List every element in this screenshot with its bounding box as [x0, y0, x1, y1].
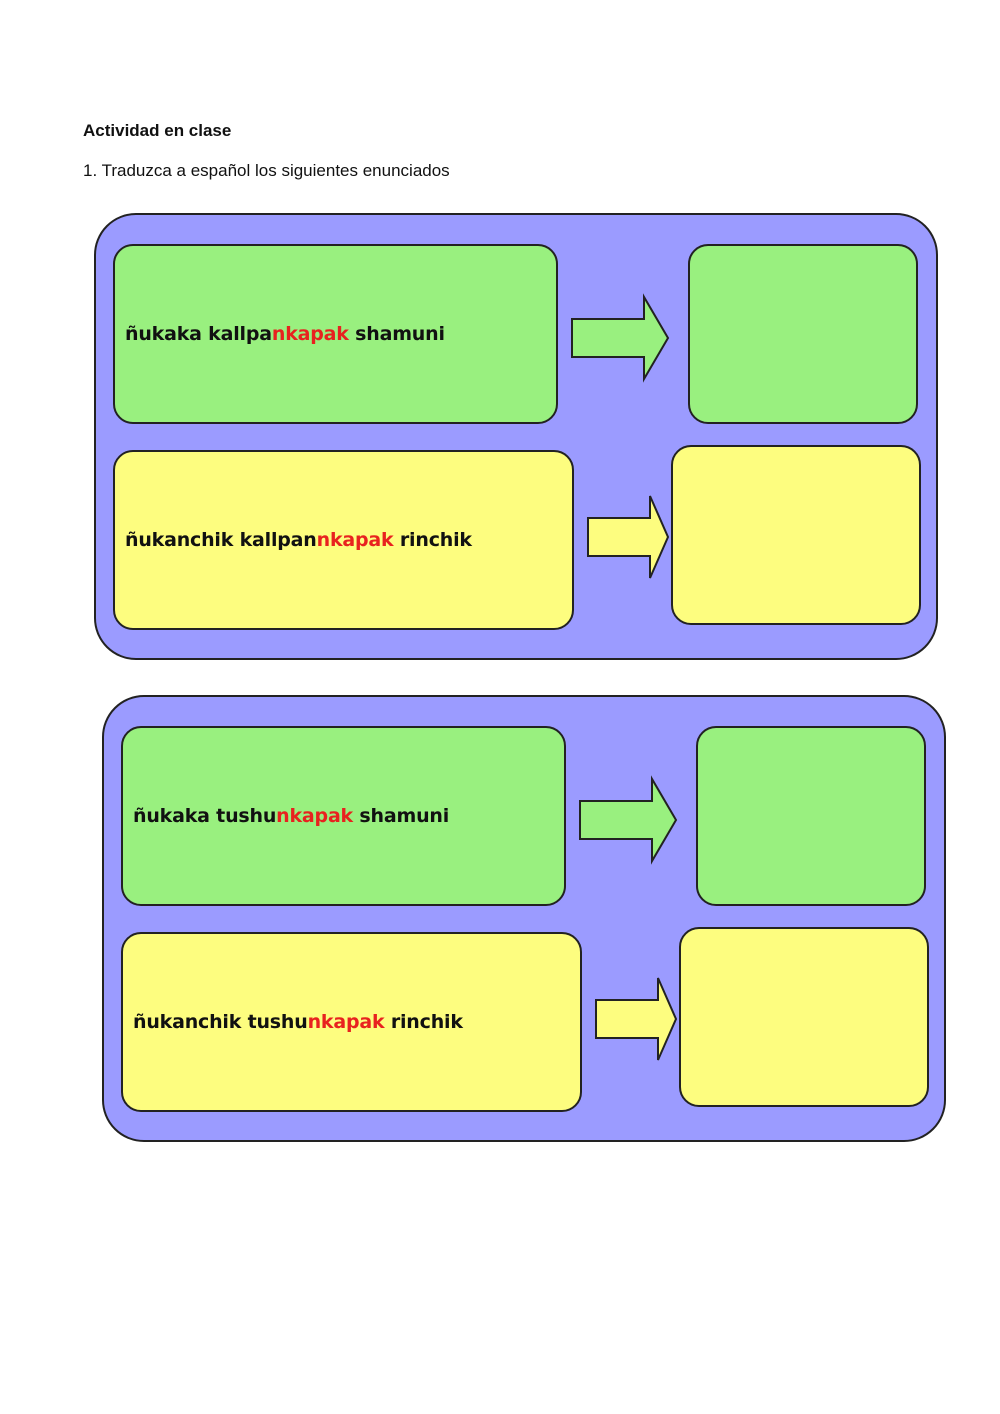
phrase-text: ñukaka tushunkapak shamuni [133, 805, 450, 827]
instruction-text: 1. Traduzca a español los siguientes enu… [83, 161, 450, 180]
activity-heading: Actividad en clase [83, 121, 232, 140]
phrase-text: ñukanchik tushunkapak rinchik [133, 1011, 463, 1033]
arrow-right-icon [571, 293, 670, 383]
answer-box-2[interactable] [671, 445, 921, 625]
phrase-box-3: ñukaka tushunkapak shamuni [121, 726, 566, 906]
arrow-right-icon [595, 977, 678, 1061]
arrow-right-icon [587, 495, 670, 579]
arrow-right-icon [579, 775, 678, 865]
answer-box-3[interactable] [696, 726, 926, 906]
phrase-box-2: ñukanchik kallpannkapak rinchik [113, 450, 574, 630]
answer-box-4[interactable] [679, 927, 929, 1107]
answer-box-1[interactable] [688, 244, 918, 424]
phrase-text: ñukanchik kallpannkapak rinchik [125, 529, 472, 551]
phrase-text: ñukaka kallpankapak shamuni [125, 323, 445, 345]
phrase-box-1: ñukaka kallpankapak shamuni [113, 244, 558, 424]
phrase-box-4: ñukanchik tushunkapak rinchik [121, 932, 582, 1112]
